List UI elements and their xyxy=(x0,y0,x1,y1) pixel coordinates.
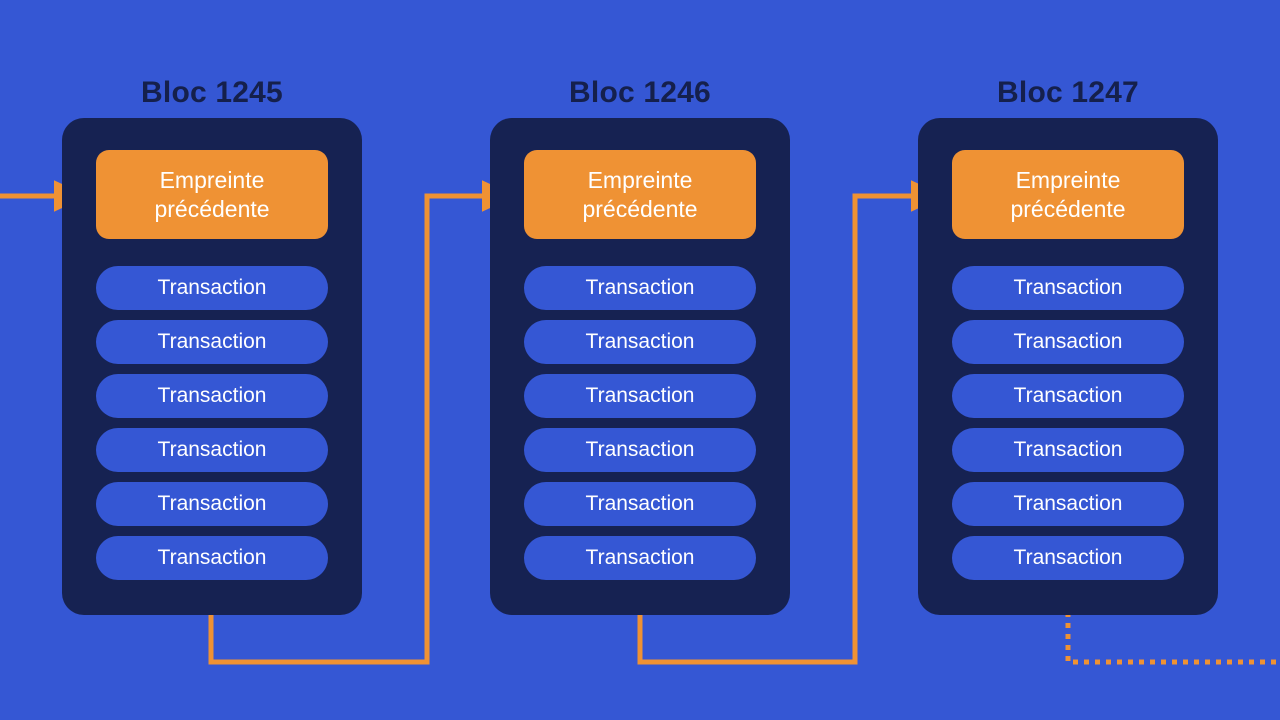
transaction-list: Transaction Transaction Transaction Tran… xyxy=(96,266,328,580)
previous-hash-line1: Empreinte xyxy=(587,166,693,193)
previous-hash-line1: Empreinte xyxy=(159,166,265,193)
transaction-item[interactable]: Transaction xyxy=(952,536,1184,580)
block-title: Bloc 1245 xyxy=(141,76,283,109)
transaction-item[interactable]: Transaction xyxy=(524,482,756,526)
transaction-item[interactable]: Transaction xyxy=(952,374,1184,418)
transaction-item[interactable]: Transaction xyxy=(524,266,756,310)
previous-hash-line1: Empreinte xyxy=(1015,166,1121,193)
transaction-item[interactable]: Transaction xyxy=(524,320,756,364)
chain-continues-dotted xyxy=(1065,612,1280,665)
previous-hash-box[interactable]: Empreinte précédente xyxy=(524,150,756,239)
transaction-item[interactable]: Transaction xyxy=(96,266,328,310)
transaction-item[interactable]: Transaction xyxy=(524,536,756,580)
block-title: Bloc 1247 xyxy=(997,76,1139,109)
transaction-list: Transaction Transaction Transaction Tran… xyxy=(524,266,756,580)
transaction-item[interactable]: Transaction xyxy=(96,428,328,472)
transaction-list: Transaction Transaction Transaction Tran… xyxy=(952,266,1184,580)
previous-hash-line2: précédente xyxy=(1010,195,1126,222)
transaction-item[interactable]: Transaction xyxy=(96,482,328,526)
transaction-item[interactable]: Transaction xyxy=(952,266,1184,310)
previous-hash-line2: précédente xyxy=(582,195,698,222)
transaction-item[interactable]: Transaction xyxy=(96,374,328,418)
previous-hash-box[interactable]: Empreinte précédente xyxy=(96,150,328,239)
transaction-item[interactable]: Transaction xyxy=(96,536,328,580)
transaction-item[interactable]: Transaction xyxy=(524,428,756,472)
transaction-item[interactable]: Transaction xyxy=(96,320,328,364)
transaction-item[interactable]: Transaction xyxy=(524,374,756,418)
transaction-item[interactable]: Transaction xyxy=(952,320,1184,364)
previous-hash-line2: précédente xyxy=(154,195,270,222)
block-title: Bloc 1246 xyxy=(569,76,711,109)
previous-hash-box[interactable]: Empreinte précédente xyxy=(952,150,1184,239)
transaction-item[interactable]: Transaction xyxy=(952,428,1184,472)
transaction-item[interactable]: Transaction xyxy=(952,482,1184,526)
